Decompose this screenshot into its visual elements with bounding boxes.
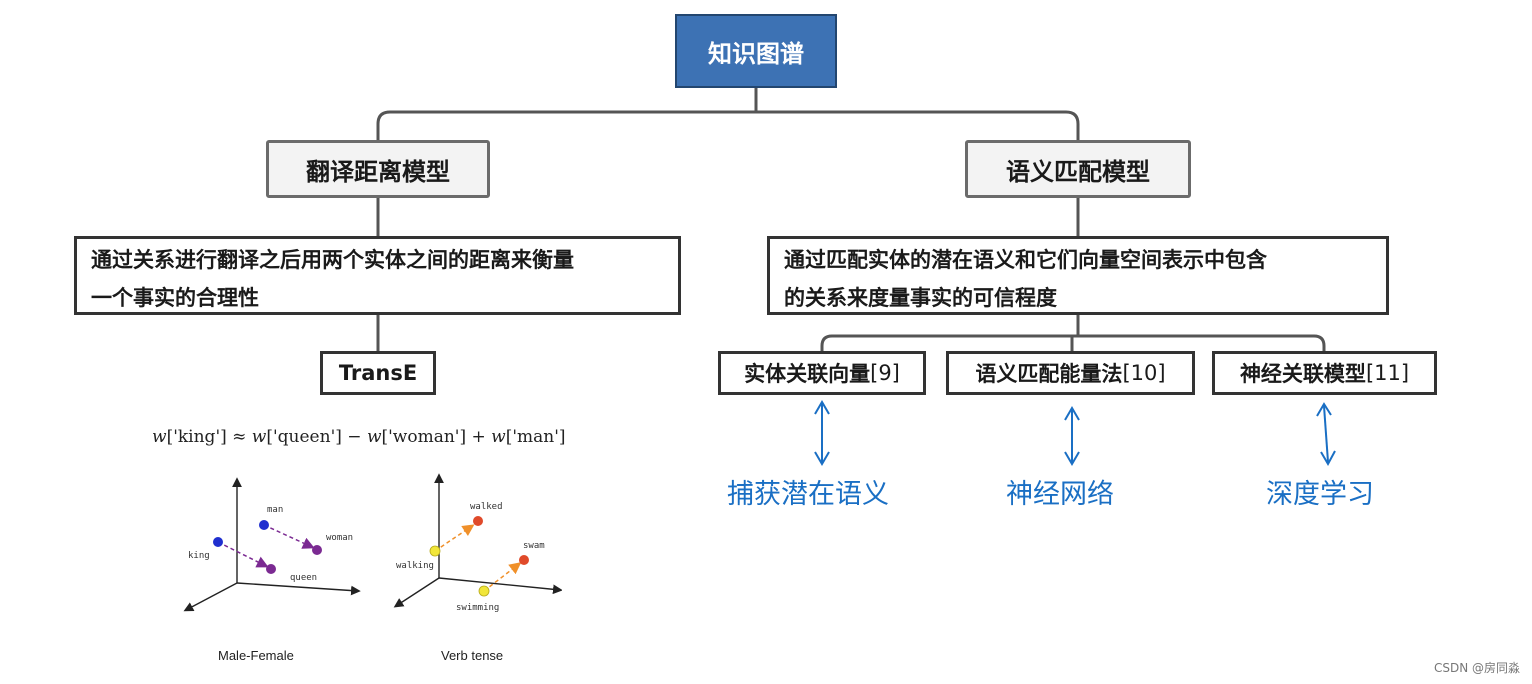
axis-z-2	[393, 577, 440, 608]
leaf-3-name: 神经关联模型	[1239, 362, 1366, 386]
point-walking	[429, 545, 441, 557]
note-deep-learning: 深度学习	[1266, 479, 1374, 510]
leaf-2-name: 语义匹配能量法	[975, 362, 1123, 386]
formula-w2: w	[251, 427, 267, 447]
point-swam	[519, 555, 529, 565]
axis-x-1	[236, 582, 361, 596]
formula-man: ['man']	[505, 427, 566, 447]
note-capture-semantics: 捕获潜在语义	[727, 479, 889, 510]
right-description: 通过匹配实体的潜在语义和它们向量空间表示中包含 的关系来度量事实的可信程度	[767, 236, 1389, 315]
left-description-line1: 通过关系进行翻译之后用两个实体之间的距离来衡量	[91, 248, 574, 272]
right-title: 语义匹配模型	[1006, 157, 1150, 186]
label-man: man	[267, 505, 283, 515]
formula-king: ['king'] ≈	[166, 427, 252, 447]
label-swimming: swimming	[456, 603, 499, 613]
transe-label: TransE	[338, 361, 418, 385]
leaf-neural-association: 神经关联模型[11]	[1212, 351, 1437, 395]
leaf-1-name: 实体关联向量	[744, 362, 871, 386]
leaf-entity-association: 实体关联向量[9]	[718, 351, 926, 395]
caption-verb-tense: Verb tense	[441, 648, 504, 663]
formula-w1: w	[152, 427, 167, 447]
watermark: CSDN @房同淼	[1433, 661, 1520, 675]
label-woman: woman	[326, 533, 353, 543]
left-description: 通过关系进行翻译之后用两个实体之间的距离来衡量 一个事实的合理性	[74, 236, 681, 315]
leaf-semantic-energy: 语义匹配能量法[10]	[946, 351, 1195, 395]
arrow-3	[1323, 405, 1329, 463]
formula-w3: w	[366, 427, 382, 447]
vector-swimming-swam	[483, 562, 522, 592]
left-title: 翻译距离模型	[306, 157, 450, 186]
point-queen	[266, 564, 276, 574]
formula-w4: w	[491, 427, 506, 447]
transe-node: TransE	[320, 351, 436, 395]
right-description-line2: 的关系来度量事实的可信程度	[784, 286, 1057, 310]
root-node: 知识图谱	[675, 14, 837, 88]
male-female-plot: man woman king queen	[183, 477, 361, 612]
vector-walking-walked	[434, 524, 475, 552]
connector-bus-top	[376, 110, 1080, 140]
leaf-2-ref: [10]	[1122, 361, 1166, 385]
left-description-line2: 一个事实的合理性	[91, 286, 259, 310]
root-label: 知识图谱	[708, 39, 804, 68]
verb-tense-plot: walked walking swam swimming	[393, 473, 562, 613]
vector-king-queen	[217, 541, 269, 568]
point-walked	[473, 516, 483, 526]
label-queen: queen	[290, 573, 317, 583]
vector-man-woman	[263, 524, 315, 549]
point-man	[259, 520, 269, 530]
point-woman	[312, 545, 322, 555]
formula-woman: ['woman'] +	[381, 427, 492, 447]
label-walked: walked	[470, 502, 503, 512]
axis-z-1	[183, 582, 238, 612]
label-walking: walking	[396, 561, 434, 571]
label-swam: swam	[523, 541, 545, 551]
label-king: king	[188, 551, 210, 561]
point-swimming	[478, 585, 490, 597]
semantic-matching-node: 语义匹配模型	[965, 140, 1191, 198]
right-description-line1: 通过匹配实体的潜在语义和它们向量空间表示中包含	[784, 248, 1267, 272]
leaf-3-ref: [11]	[1365, 361, 1410, 385]
note-neural-network: 神经网络	[1006, 479, 1114, 510]
word-vector-formula: w['king'] ≈ w['queen'] − w['woman'] + w[…	[152, 427, 566, 447]
point-king	[213, 537, 223, 547]
leaf-1-ref: [9]	[870, 361, 900, 385]
caption-male-female: Male-Female	[218, 648, 294, 663]
axis-x-2	[438, 577, 562, 595]
translation-distance-node: 翻译距离模型	[266, 140, 490, 198]
formula-queen: ['queen'] −	[266, 427, 367, 447]
